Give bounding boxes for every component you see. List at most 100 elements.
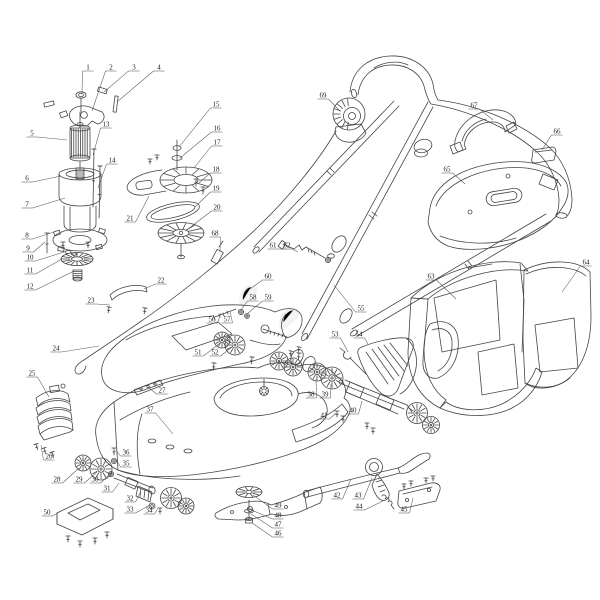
leader-line [194,191,211,208]
leader-line [330,383,332,399]
lower-handle-tube-right [350,213,552,337]
leader-line [479,108,494,121]
washer [324,256,331,263]
screw [157,507,163,515]
callout-54: 54 [353,331,369,345]
screw [49,451,55,459]
mount-plate [397,482,441,509]
screw [288,350,294,357]
callout-label: 58 [250,294,258,302]
callout-32: 32 [124,490,142,503]
blade-bolt [245,518,253,524]
callout-label: 28 [54,476,62,484]
callout-label: 17 [214,139,222,147]
callout-15: 15 [178,101,222,148]
callout-label: 25 [29,370,37,378]
callout-label: 37 [147,406,155,414]
callout-label: 2 [109,64,113,72]
callout-55: 55 [333,284,367,313]
callout-label: 29 [76,476,84,484]
blade [214,486,323,521]
callout-label: 68 [212,230,220,238]
wheel [422,416,440,434]
screw [364,422,370,430]
callout-label: 41 [321,412,329,420]
handlebar-assembly [74,55,573,396]
callout-label: 43 [355,492,363,500]
callout-label: 42 [334,492,342,500]
leader-line [178,107,211,148]
gearbox-arm [126,169,167,196]
leader-line [32,175,62,183]
screw [147,158,153,165]
callout-67: 67 [468,102,494,121]
screw [408,480,414,487]
leader-line [452,172,466,185]
screw [334,410,340,418]
callout-label: 13 [103,121,111,129]
callout-label: 38 [308,391,316,399]
callout-2: 2 [91,64,117,112]
callout-43: 43 [352,477,373,500]
callout-40: 40 [347,400,363,415]
leader-line [246,300,263,315]
callout-26: 26 [40,444,55,461]
handle-knob [331,235,347,253]
callout-7: 7 [21,197,66,209]
screw [211,362,217,371]
leader-line [342,478,352,500]
callout-49: 49 [252,494,284,510]
callout-label: 62 [284,242,292,250]
callout-19: 19 [194,185,222,208]
callout-52: 52 [209,346,233,357]
callout-28: 28 [51,467,80,484]
callout-label: 54 [356,331,364,339]
screw [296,352,302,361]
motor-cover [427,161,569,250]
callout-label: 31 [104,485,112,493]
callout-63: 63 [425,273,457,300]
leader-line [436,279,457,300]
leader-line [155,412,174,435]
leader-line [328,98,340,111]
callout-label: 35 [123,460,131,468]
leader-line [147,386,157,395]
leader-line [100,474,110,484]
screw [340,415,346,423]
callout-label: 55 [358,305,366,313]
wheel [224,334,246,356]
callout-label: 50 [44,509,52,517]
callout-label: 22 [158,277,166,285]
callout-45: 45 [398,497,414,514]
leader-line [250,513,273,529]
cam-lever [365,458,390,501]
callout-41: 41 [318,412,337,420]
screw [111,447,117,456]
leader-line [246,507,273,520]
screw [85,241,91,249]
leader-line [115,449,121,457]
callout-label: 33 [127,506,135,514]
callout-label: 57 [224,316,232,324]
screw [97,165,103,219]
grass-box-right-panel [522,261,592,389]
leader-line [35,250,68,262]
screw [142,307,148,315]
callout-label: 48 [275,512,283,520]
leader-line [333,284,356,313]
washer [108,470,115,477]
brush-holder [69,105,105,127]
screw [193,178,199,187]
callout-label: 6 [25,175,29,183]
callout-33: 33 [124,504,151,514]
leader-line [84,471,98,484]
handle-bolt-set [212,308,237,321]
callout-label: 49 [275,502,283,510]
wheel [307,362,327,382]
leader-line [91,70,106,112]
leader-line [249,279,263,290]
screw [200,186,206,195]
screw [423,477,429,484]
radial-fins [259,386,269,396]
callout-label: 59 [265,294,273,302]
